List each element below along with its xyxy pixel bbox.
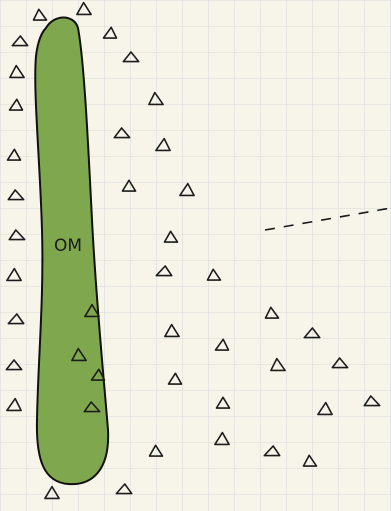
blob-label: OM <box>54 236 82 256</box>
